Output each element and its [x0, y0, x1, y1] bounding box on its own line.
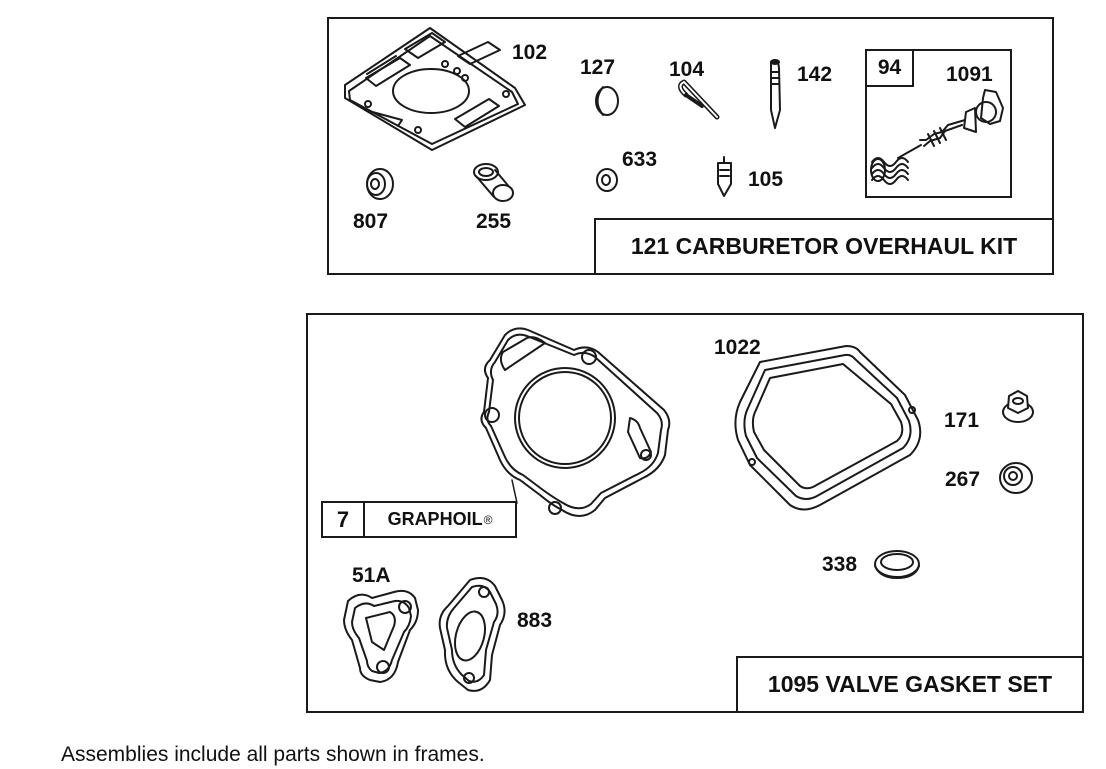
- head-gasket-icon: [481, 328, 669, 516]
- part-label-105: 105: [748, 168, 784, 191]
- exhaust-gasket-883-icon: [440, 578, 505, 691]
- part-label-883: 883: [517, 609, 553, 632]
- registered-mark: ®: [483, 512, 493, 527]
- washer-633-icon: [597, 169, 617, 191]
- sealant-number: 7: [323, 503, 365, 536]
- washer-267-icon: [1000, 463, 1032, 493]
- valve-gasket-set-title: 1095 VALVE GASKET SET: [736, 656, 1082, 711]
- graphoil-sealant-tag: 7 GRAPHOIL®: [321, 501, 517, 538]
- mixture-screw-icon: [871, 90, 1003, 184]
- part-label-338: 338: [822, 553, 858, 576]
- intake-gasket-51a-icon: [344, 591, 418, 682]
- flange-nut-icon: [1003, 391, 1033, 422]
- subkit-number: 94: [877, 56, 902, 79]
- footnote: Assemblies include all parts shown in fr…: [61, 743, 485, 766]
- float-pin-icon: [680, 82, 717, 117]
- part-label-807: 807: [353, 210, 389, 233]
- sealant-name: GRAPHOIL: [387, 509, 483, 529]
- welch-plug-icon: [596, 87, 618, 115]
- part-label-102: 102: [512, 41, 548, 64]
- sealant-name-wrap: GRAPHOIL®: [365, 503, 515, 536]
- part-label-127: 127: [580, 56, 616, 79]
- seal-807-icon: [367, 169, 393, 199]
- carburetor-kit-frame: [327, 17, 1054, 275]
- part-label-267: 267: [945, 468, 981, 491]
- part-label-255: 255: [476, 210, 512, 233]
- part-label-633: 633: [622, 148, 658, 171]
- spring-icon: [871, 158, 908, 184]
- carburetor-gasket-icon: [345, 28, 525, 150]
- part-label-142: 142: [797, 63, 833, 86]
- part-label-1091: 1091: [946, 63, 993, 86]
- subkit-frame: [865, 49, 1012, 198]
- valve-seal-icon: [875, 551, 919, 578]
- bushing-icon: [474, 164, 513, 201]
- part-label-51A: 51A: [352, 564, 391, 587]
- valve-gasket-set-frame: [306, 313, 1084, 713]
- inlet-needle-icon: [718, 157, 731, 196]
- subkit-number-box: 94: [865, 49, 914, 87]
- needle-pin-icon: [771, 60, 780, 128]
- carburetor-kit-title: 121 CARBURETOR OVERHAUL KIT: [594, 218, 1052, 273]
- part-label-104: 104: [669, 58, 705, 81]
- part-label-1022: 1022: [714, 336, 761, 359]
- part-label-171: 171: [944, 409, 980, 432]
- valve-cover-gasket-icon: [735, 346, 920, 510]
